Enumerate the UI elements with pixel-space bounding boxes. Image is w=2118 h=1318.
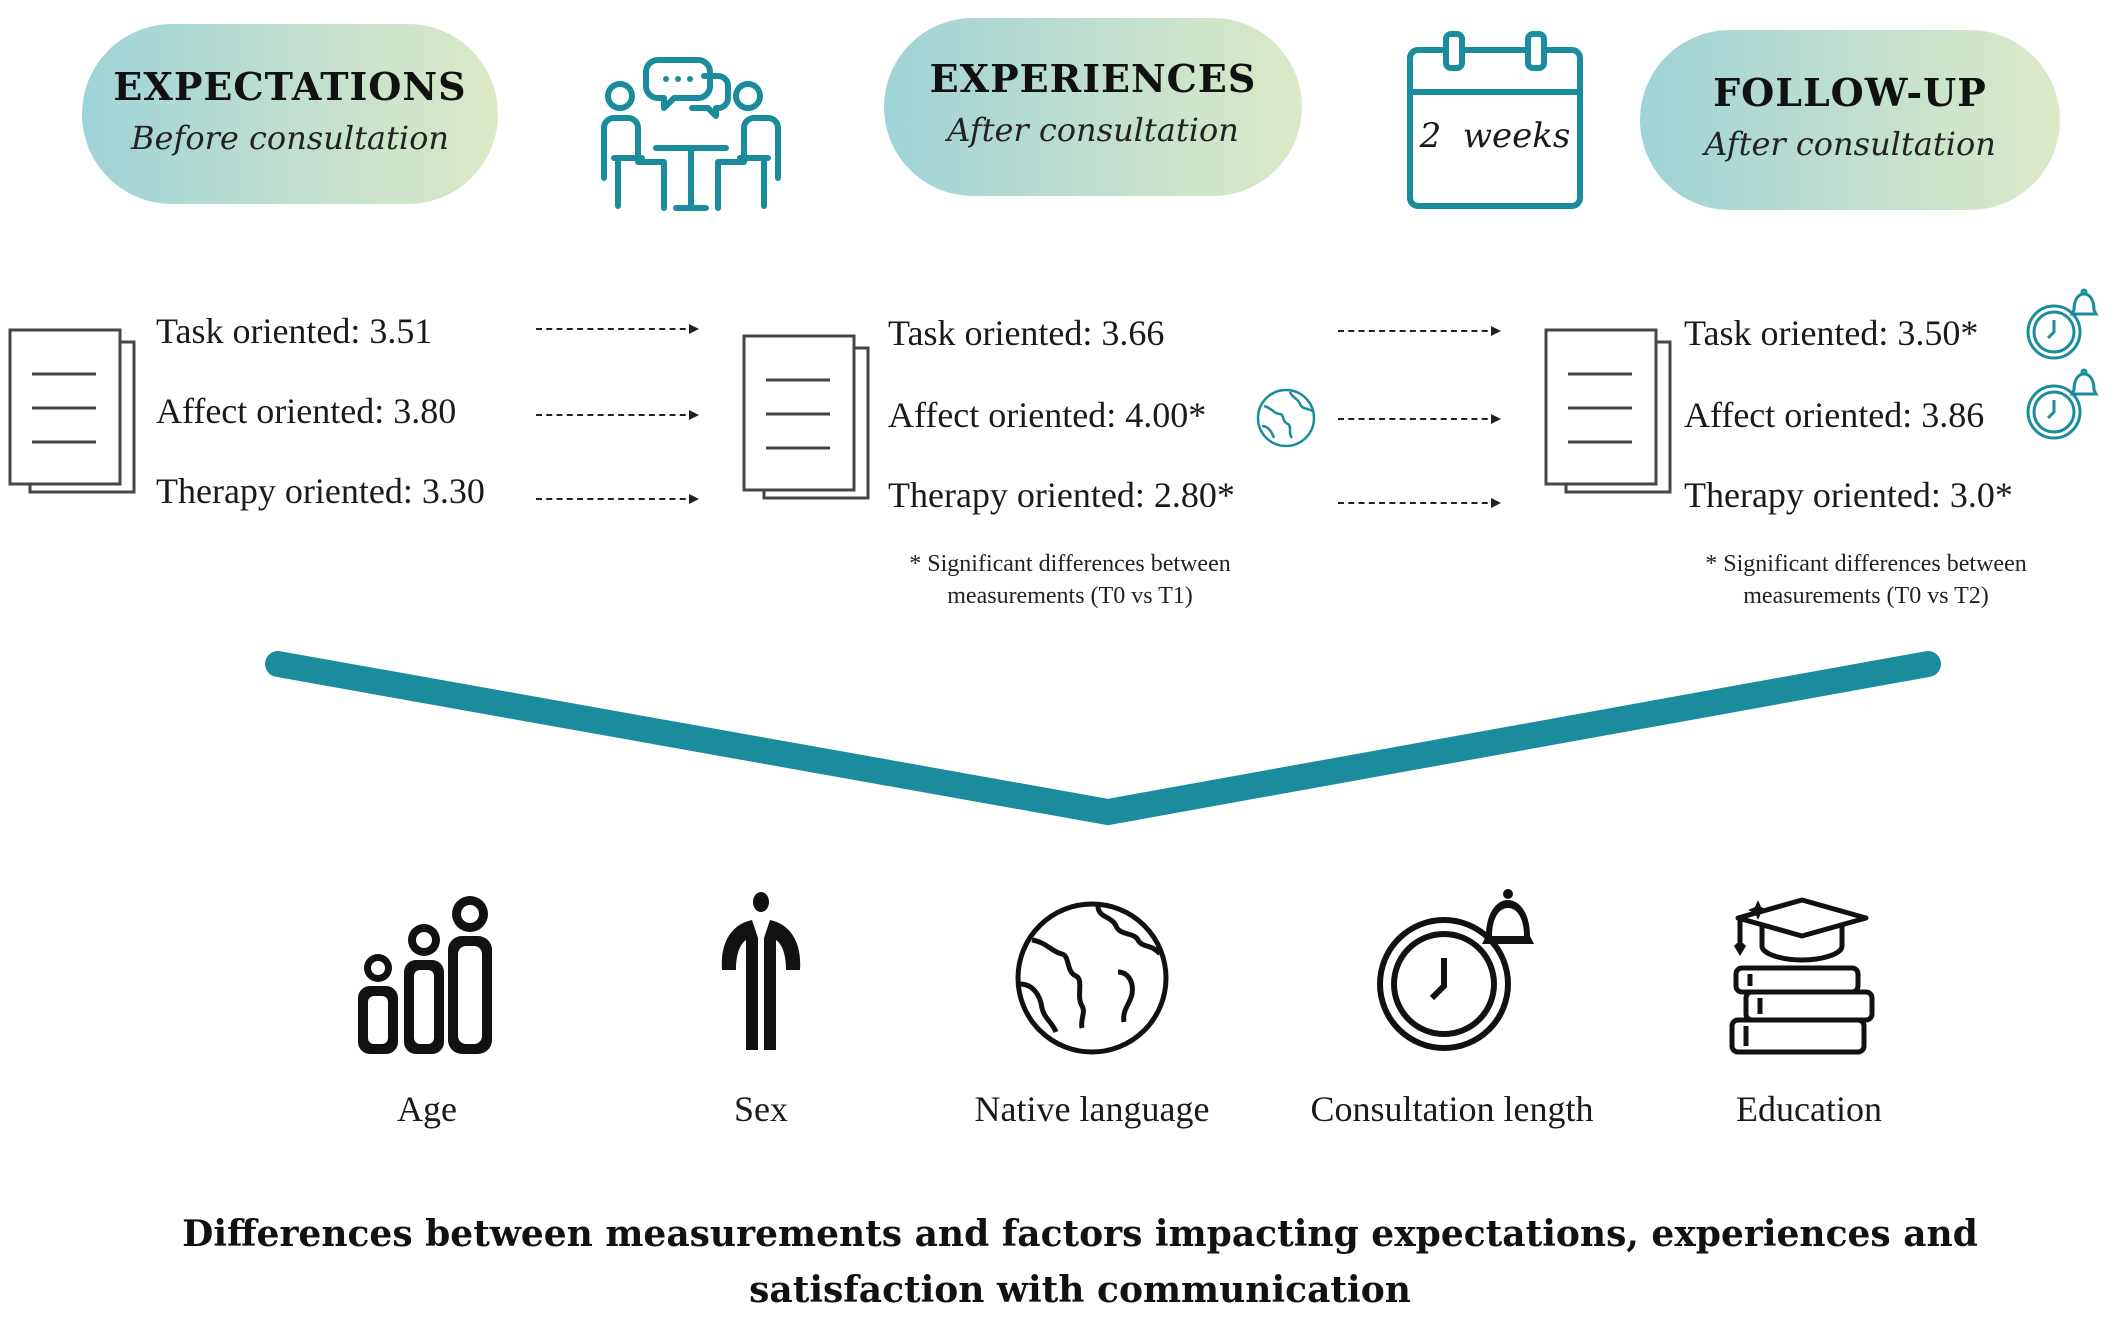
arrow-therapy-t0-t1 [536,494,699,504]
stage-subtitle: After consultation [1704,125,1996,163]
person-sex-icon [721,892,801,1050]
factor-label-sex: Sex [734,1089,788,1129]
note-line: measurements (T0 vs T1) [947,583,1193,609]
note-line: measurements (T0 vs T2) [1743,583,1989,609]
t1-therapy-value: Therapy oriented: 2.80* [888,475,1235,515]
t0-task-value: Task oriented: 3.51 [156,311,433,351]
family-icon [358,896,492,1054]
note-line: * Significant differences between [909,551,1231,577]
caption-line: satisfaction with communication [749,1269,1411,1311]
globe-icon [1256,388,1316,448]
t2-affect-value: Affect oriented: 3.86 [1684,395,1985,435]
arrow-affect-t0-t1 [536,410,699,420]
stage-experiences: EXPERIENCES After consultation [884,18,1302,196]
clock-bell-icon [2026,288,2099,360]
stage-subtitle: After consultation [947,111,1239,149]
arrow-therapy-t1-t2 [1338,498,1501,508]
caption-line: Differences between measurements and fac… [182,1213,1978,1255]
clock-bell-icon [2026,368,2099,440]
stage-subtitle: Before consultation [131,119,449,157]
factor-label-age: Age [397,1089,457,1129]
document-icon [742,334,870,500]
t2-significance-note: * Significant differences between measur… [1676,548,2056,612]
t1-task-value: Task oriented: 3.66 [888,313,1165,353]
globe-icon [1015,901,1169,1055]
t2-task-value: Task oriented: 3.50* [1684,313,1979,353]
t1-affect-value: Affect oriented: 4.00* [888,395,1207,435]
stage-title: EXPERIENCES [929,56,1257,101]
note-line: * Significant differences between [1705,551,2027,577]
document-icon [8,328,136,494]
graduation-books-icon [1729,897,1875,1055]
document-icon [1544,328,1672,494]
stage-title: EXPECTATIONS [113,64,467,109]
t0-therapy-value: Therapy oriented: 3.30 [156,471,485,511]
t1-significance-note: * Significant differences between measur… [880,548,1260,612]
stage-follow-up: FOLLOW-UP After consultation [1640,30,2060,210]
clock-bell-icon [1377,889,1534,1051]
arrow-task-t1-t2 [1338,326,1501,336]
t2-therapy-value: Therapy oriented: 3.0* [1684,475,2013,515]
figure-caption: Differences between measurements and fac… [160,1206,2000,1318]
factor-label-education: Education [1736,1089,1882,1129]
calendar-icon: 2 weeks [1406,28,1584,210]
factor-label-consultation-length: Consultation length [1310,1089,1594,1129]
consultation-meeting-icon [601,57,781,211]
arrow-task-t0-t1 [536,324,699,334]
interval-label: 2 weeks [1419,116,1571,156]
t0-affect-value: Affect oriented: 3.80 [156,391,457,431]
stage-expectations: EXPECTATIONS Before consultation [82,24,498,204]
arrow-affect-t1-t2 [1338,414,1501,424]
stage-title: FOLLOW-UP [1713,70,1987,115]
factor-label-native-language: Native language [974,1089,1210,1129]
